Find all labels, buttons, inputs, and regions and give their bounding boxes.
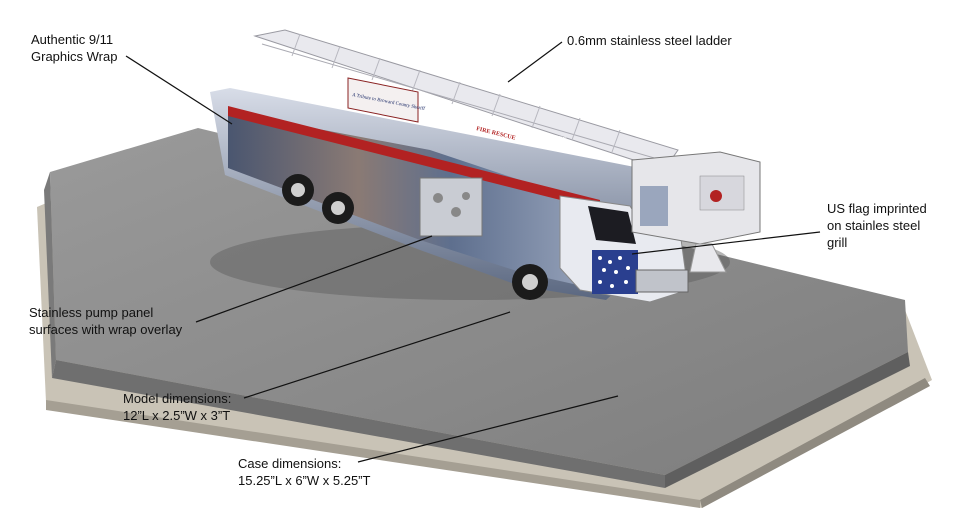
pump-panel — [419, 177, 483, 237]
base-side-front — [46, 400, 700, 508]
fire-truck-model: A Tribute to Broward County Sheriff BROW… — [210, 29, 761, 303]
callout-model-dimensions-line1: Model dimensions: — [123, 391, 232, 406]
callout-pump-panel-line1: Stainless pump panel — [29, 305, 154, 320]
callout-lines — [125, 41, 821, 463]
flag-stars — [598, 256, 630, 288]
display-base — [37, 128, 932, 508]
callout-flag-grill-line1: US flag imprinted — [827, 201, 927, 216]
callout-case-dimensions: Case dimensions: 15.25”L x 6”W x 5.25”T — [238, 455, 370, 489]
base-felt-right-wall — [665, 352, 910, 488]
callout-flag-grill-line2: on stainles steel — [827, 218, 921, 233]
line-pump-panel — [195, 235, 433, 323]
base-felt-top — [50, 128, 908, 475]
line-flag-grill — [631, 231, 821, 255]
aerial-ladder — [253, 29, 679, 171]
callout-model-dimensions: Model dimensions: 12”L x 2.5”W x 3”T — [123, 390, 231, 424]
callout-graphics-wrap-line2: Graphics Wrap — [31, 49, 118, 64]
bucket-red-nozzle — [710, 190, 722, 202]
callout-graphics-wrap-line1: Authentic 9/11 — [31, 32, 114, 47]
red-stripe — [228, 106, 600, 210]
line-case-dimensions — [357, 395, 619, 463]
bucket-panel-left — [640, 186, 668, 226]
base-felt-left-wall — [44, 172, 56, 378]
callout-ladder-line1: 0.6mm stainless steel ladder — [567, 33, 732, 48]
callout-model-dimensions-line2: 12”L x 2.5”W x 3”T — [123, 408, 231, 423]
callout-pump-panel: Stainless pump panel surfaces with wrap … — [29, 304, 182, 338]
base-side-right — [700, 378, 930, 508]
base-felt-front-wall — [52, 360, 665, 488]
callout-flag-grill: US flag imprinted on stainles steel gril… — [827, 200, 927, 251]
line-ladder — [507, 41, 563, 83]
callout-flag-grill-line3: grill — [827, 235, 848, 250]
wheels — [282, 174, 548, 300]
callout-case-dimensions-line2: 15.25”L x 6”W x 5.25”T — [238, 473, 371, 488]
callout-case-dimensions-line1: Case dimensions: — [238, 456, 342, 471]
bucket-panel-right — [699, 175, 745, 211]
line-graphics-wrap — [125, 55, 233, 125]
callout-graphics-wrap: Authentic 9/11 Graphics Wrap — [31, 31, 117, 65]
front-bumper — [635, 269, 689, 293]
callout-pump-panel-line2: surfaces with wrap overlay — [29, 322, 183, 337]
cab-windshield — [588, 206, 636, 244]
graphics-wrap-panel — [228, 112, 600, 290]
callout-ladder: 0.6mm stainless steel ladder — [567, 32, 732, 49]
tribute-banner — [347, 77, 419, 123]
outrigger-stand — [689, 243, 727, 273]
line-model-dimensions — [243, 311, 511, 399]
